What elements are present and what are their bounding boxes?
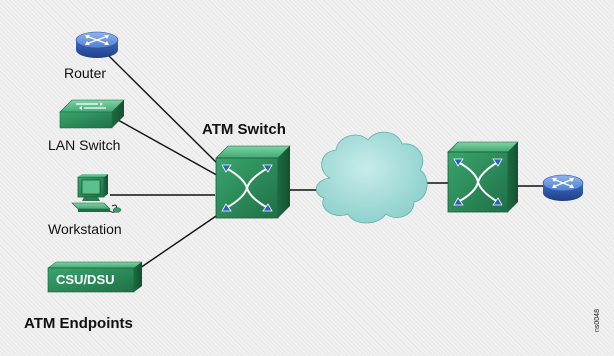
link-router-to-atm-switch [107, 54, 223, 169]
router-icon [75, 31, 119, 58]
workstation-label: Workstation [48, 221, 122, 237]
link-lan-switch-to-atm-switch [117, 119, 223, 179]
link-csu-dsu-to-atm-switch [139, 211, 223, 269]
lan-switch-label: LAN Switch [48, 137, 121, 153]
router-right-icon [542, 174, 584, 201]
router-label: Router [64, 65, 107, 81]
cloud-icon [316, 131, 428, 224]
csu-dsu-label: CSU/DSU [56, 272, 115, 287]
csu-dsu-icon [47, 261, 143, 293]
workstation-icon [71, 174, 122, 213]
figure-id-label: ns0048 [594, 309, 601, 332]
atm-switch-right-icon [447, 141, 519, 213]
atm-endpoints-label: ATM Endpoints [24, 315, 133, 332]
atm-switch-label: ATM Switch [202, 121, 286, 138]
atm-switch-icon [215, 145, 291, 219]
lan-switch-icon [59, 99, 125, 129]
